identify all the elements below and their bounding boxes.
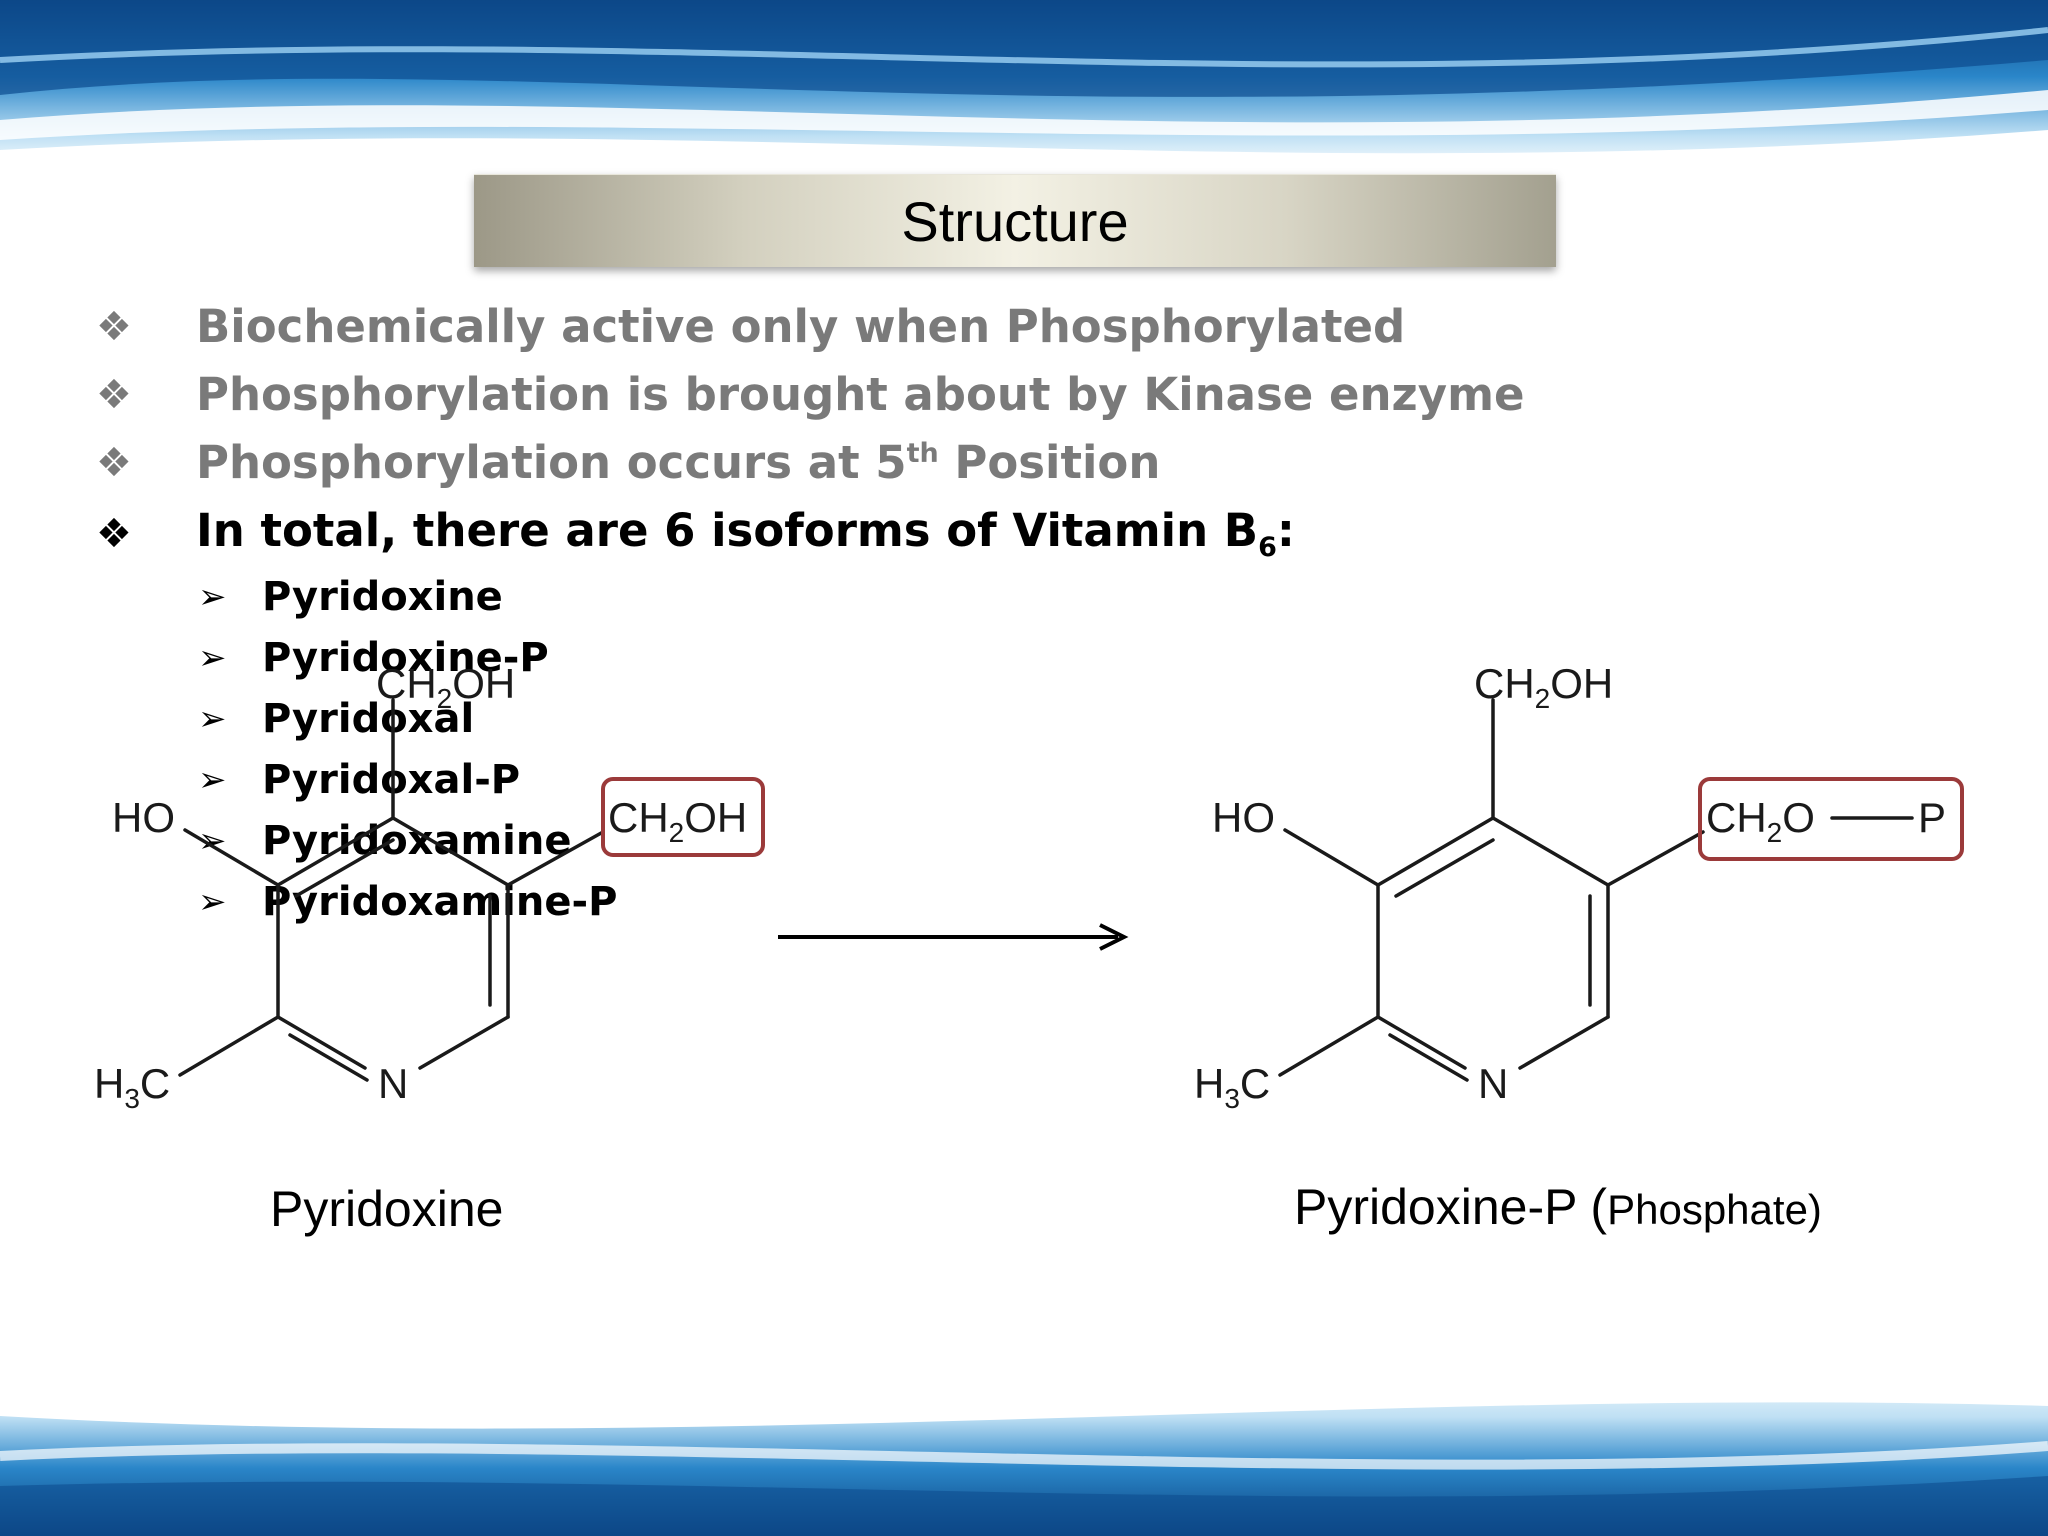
arrow-bullet-icon: ➢ bbox=[198, 760, 227, 800]
left-methyl-label: H3C bbox=[94, 1060, 170, 1114]
isoform-item: ➢ Pyridoxine bbox=[198, 574, 503, 620]
diamond-bullet-icon: ❖ bbox=[96, 439, 132, 486]
diamond-bullet-icon: ❖ bbox=[96, 371, 132, 418]
arrow-bullet-icon: ➢ bbox=[198, 699, 227, 739]
right-highlight-box bbox=[1698, 777, 1964, 861]
right-top-group-label: CH2OH bbox=[1474, 660, 1613, 714]
left-right-group-label: CH2OH bbox=[608, 794, 747, 848]
pyridoxine-labels: CH2OH HO CH2OH H3C N bbox=[94, 660, 747, 1114]
left-highlight-box bbox=[601, 777, 765, 857]
isoform-item: ➢ Pyridoxal bbox=[198, 696, 475, 742]
reaction-arrow-icon bbox=[778, 923, 1129, 951]
right-phosphate-label: P bbox=[1918, 794, 1946, 841]
arrow-bullet-icon: ➢ bbox=[198, 577, 227, 617]
right-nitrogen-label: N bbox=[1478, 1060, 1508, 1107]
arrow-bullet-icon: ➢ bbox=[198, 638, 227, 678]
isoform-item: ➢ Pyridoxamine-P bbox=[198, 879, 618, 925]
bullet-4-text: In total, there are 6 isoforms of Vitami… bbox=[196, 504, 1295, 563]
right-right-group-label: CH2O bbox=[1706, 794, 1815, 848]
bullet-3: ❖ Phosphorylation occurs at 5th Position bbox=[96, 436, 1160, 489]
bullet-2-text: Phosphorylation is brought about by Kina… bbox=[196, 368, 1525, 421]
right-methyl-label: H3C bbox=[1194, 1060, 1270, 1114]
pyridoxine-bonds bbox=[178, 698, 605, 1082]
bullet-2: ❖ Phosphorylation is brought about by Ki… bbox=[96, 368, 1525, 421]
pyridoxine-p-bonds bbox=[1278, 698, 1914, 1082]
diamond-bullet-icon: ❖ bbox=[96, 303, 132, 350]
left-top-group-label: CH2OH bbox=[376, 660, 515, 714]
bottom-wave-decoration bbox=[0, 1366, 2048, 1536]
isoform-item: ➢ Pyridoxamine bbox=[198, 818, 572, 864]
isoform-item: ➢ Pyridoxal-P bbox=[198, 757, 521, 803]
right-ho-label: HO bbox=[1212, 794, 1275, 841]
diamond-bullet-icon: ❖ bbox=[96, 510, 132, 557]
left-ho-label: HO bbox=[112, 794, 175, 841]
left-caption: Pyridoxine bbox=[270, 1181, 504, 1237]
bullet-1-text: Biochemically active only when Phosphory… bbox=[196, 300, 1406, 353]
pyridoxine-p-labels: CH2OH HO CH2O P H3C N bbox=[1194, 660, 1946, 1114]
bullet-4: ❖ In total, there are 6 isoforms of Vita… bbox=[96, 504, 1295, 563]
top-wave-decoration bbox=[0, 0, 2048, 170]
right-caption: Pyridoxine-P (Phosphate) bbox=[1294, 1179, 1822, 1235]
isoform-item: ➢ Pyridoxine-P bbox=[198, 635, 549, 681]
bullet-3-text: Phosphorylation occurs at 5th Position bbox=[196, 436, 1161, 489]
left-nitrogen-label: N bbox=[378, 1060, 408, 1107]
bullet-1: ❖ Biochemically active only when Phospho… bbox=[96, 300, 1405, 353]
arrow-bullet-icon: ➢ bbox=[198, 882, 227, 922]
slide-title: Structure bbox=[901, 189, 1129, 253]
title-bar: Structure bbox=[474, 174, 1556, 267]
